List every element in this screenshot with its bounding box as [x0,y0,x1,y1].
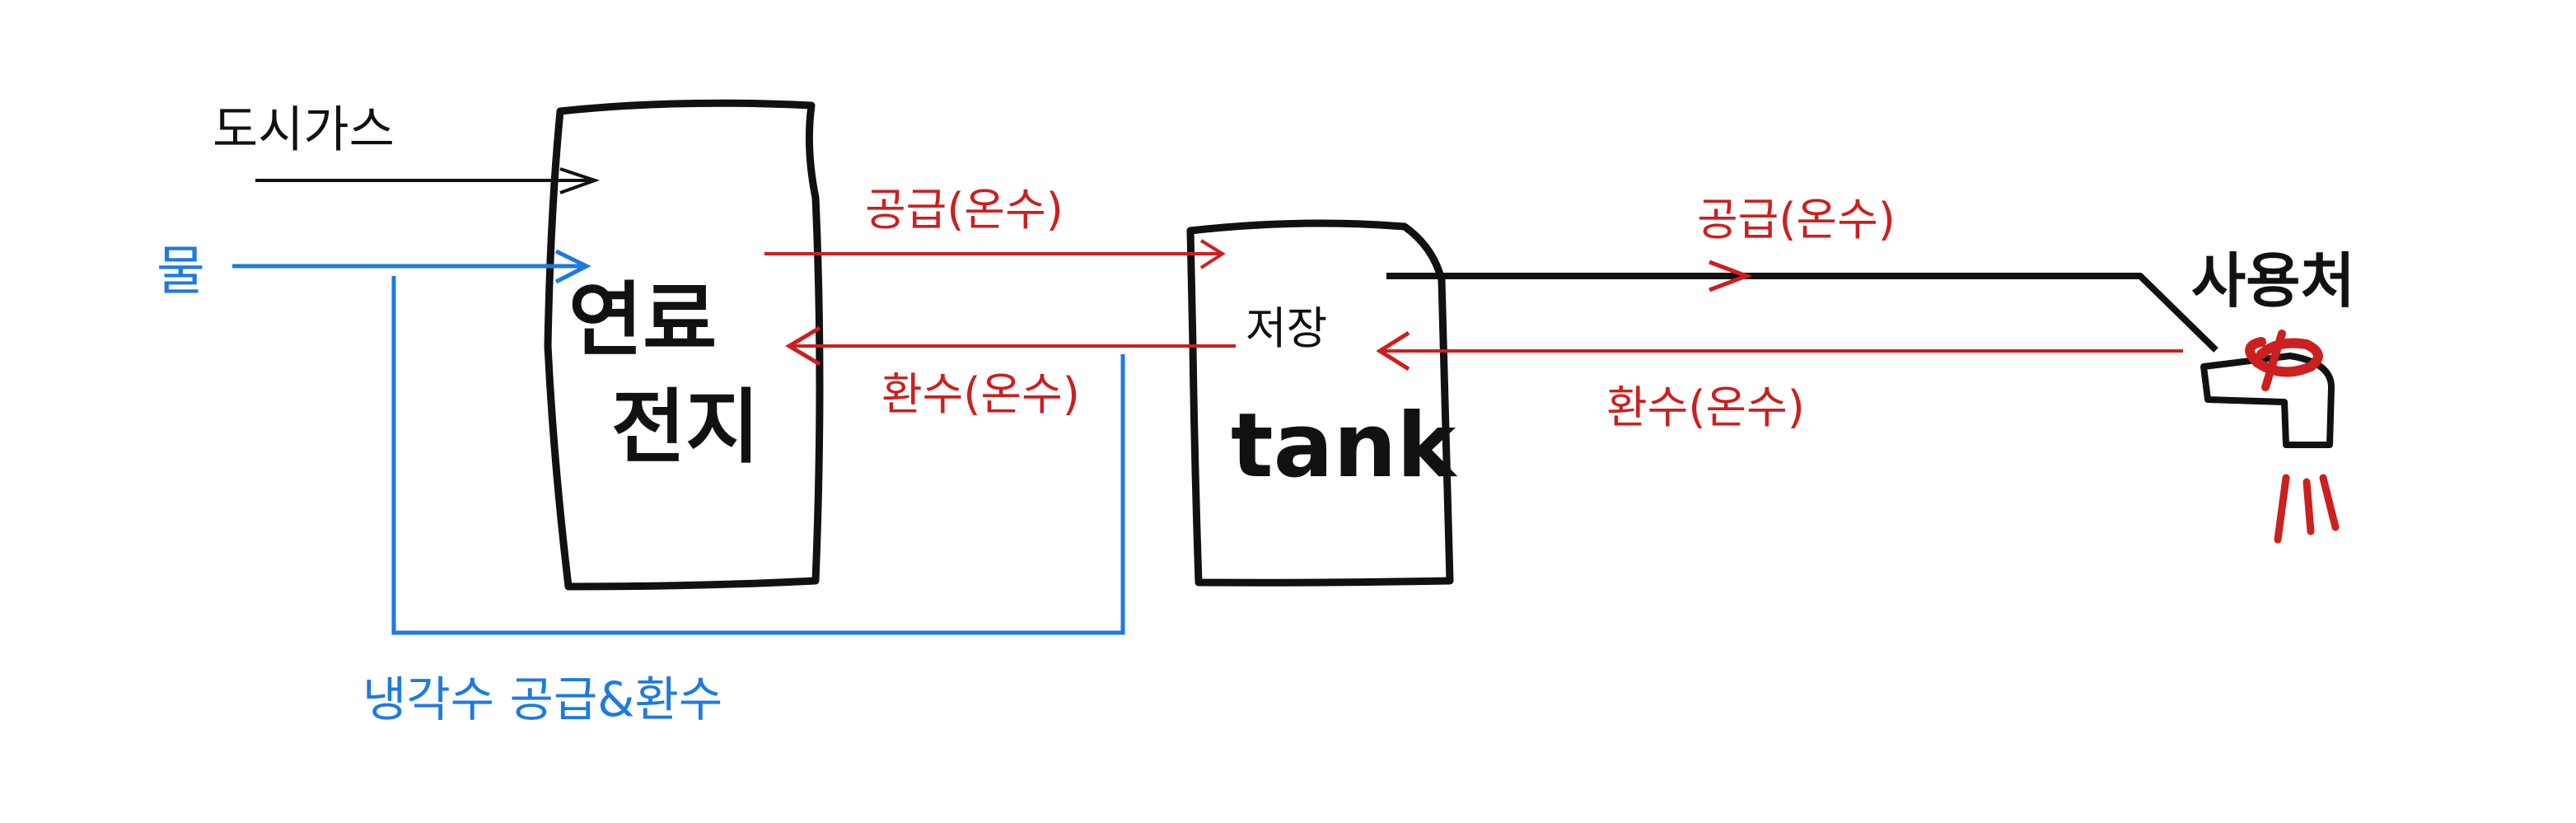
cooling-loop-line [391,276,1125,635]
gas-label: 도시가스 [213,101,395,159]
fuel-cell-line1: 연료 [568,274,718,367]
supply-fc-label: 공급(온수) [865,184,1064,236]
endpoint-label: 사용처 [2191,246,2355,316]
gas-arrowhead [559,167,601,194]
return-user-label: 환수(온수) [1606,381,1805,433]
supply-fc-arrowhead [1199,239,1226,269]
tank-label-main: tank [1231,395,1456,498]
water-label: 물 [157,241,205,302]
tank-label-top: 저장 [1246,302,1328,354]
supply-user-arrowhead [1709,260,1753,292]
fuel-cell-line2: 전지 [611,381,760,475]
return-user-arrowhead [1376,330,1410,372]
faucet-icon [2200,330,2340,544]
supply-user-pipe [1386,273,2218,353]
return-fc-arrowhead [785,325,821,367]
fuel-cell-box [544,99,824,591]
supply-user-label: 공급(온수) [1697,194,1896,245]
return-fc-label: 환수(온수) [881,368,1080,420]
water-arrowhead [554,249,591,284]
storage-tank-box [1186,219,1454,587]
cooling-loop-label: 냉각수 공급&환수 [362,671,723,727]
